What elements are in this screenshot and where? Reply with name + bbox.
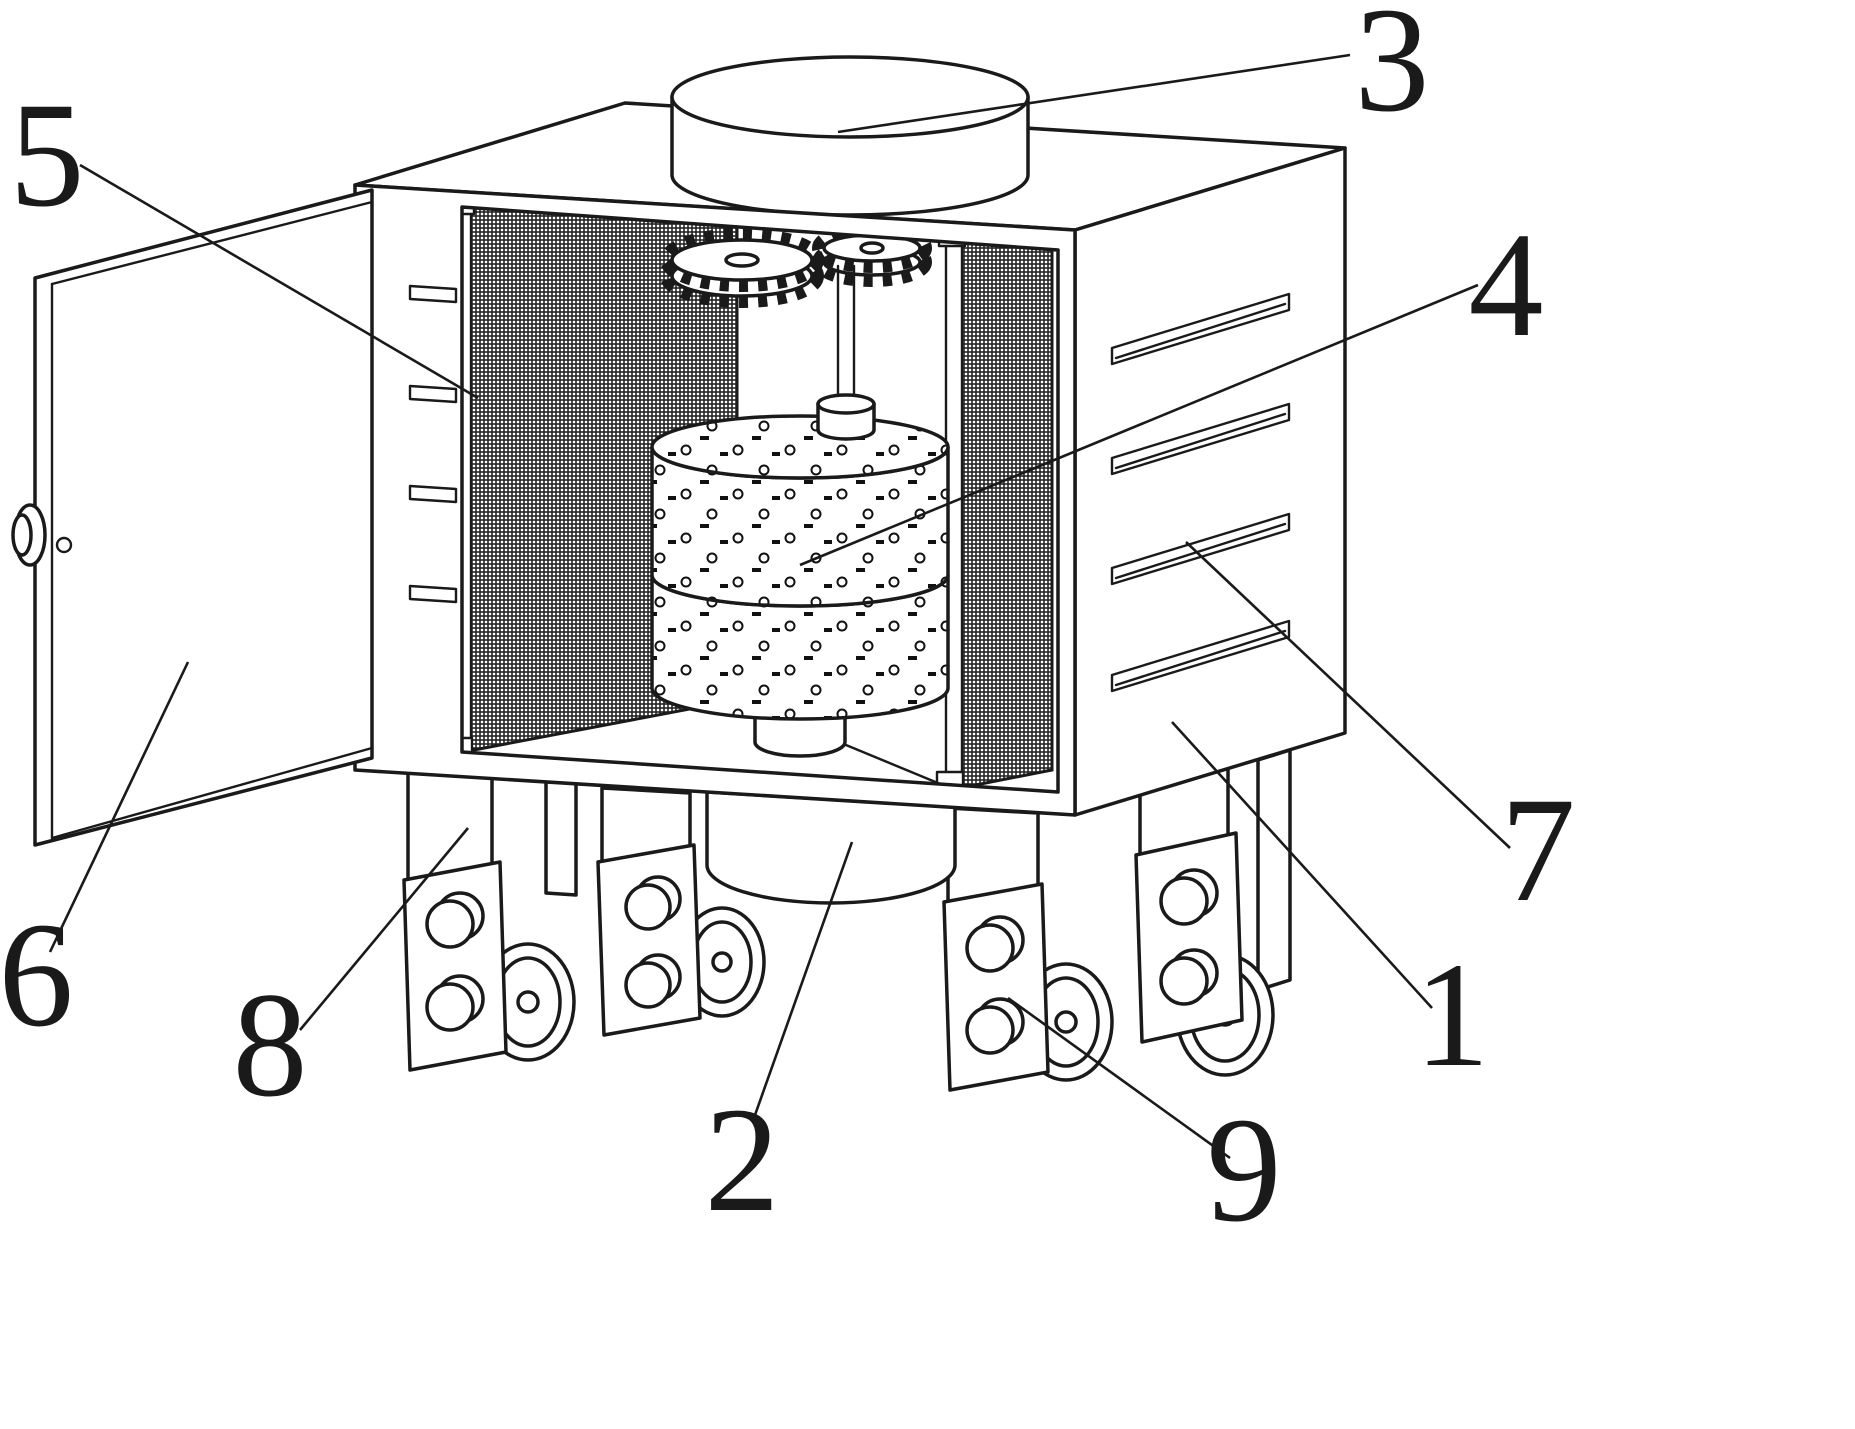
ref-label-2: 2 [705, 1077, 780, 1243]
caster-legs [402, 748, 1292, 1092]
door-knob [11, 503, 73, 567]
caster-leg [402, 771, 576, 1072]
leader-line-1 [1171, 721, 1433, 1009]
ref-label-8: 8 [233, 962, 308, 1128]
ref-label-7: 7 [1501, 767, 1576, 933]
drum-cap [816, 393, 876, 441]
leader-line-7 [1185, 541, 1511, 849]
vent-slot [1110, 512, 1291, 586]
ref-label-5: 5 [10, 72, 85, 238]
leader-line-2 [753, 841, 854, 1116]
door-panel [33, 188, 374, 847]
ref-label-1: 1 [1415, 932, 1490, 1098]
drum-top-face [650, 414, 950, 480]
leader-line-6 [48, 661, 190, 953]
ref-label-3: 3 [1355, 0, 1430, 143]
caster-leg [1134, 763, 1275, 1077]
caster-leg [942, 806, 1114, 1092]
ref-label-4: 4 [1469, 202, 1544, 368]
perforated-drum [650, 393, 950, 721]
mesh-panel-right [948, 235, 1054, 792]
reference-labels: 1 2 3 4 5 6 7 8 9 [0, 0, 1576, 1253]
leader-lines [48, 53, 1511, 1160]
rear-post-right [1256, 748, 1292, 992]
cabinet-right-face [1054, 146, 1347, 817]
leader-line-3 [837, 53, 1351, 134]
leader-line-9 [1007, 996, 1231, 1160]
gear-large [660, 228, 824, 292]
caster-leg [596, 786, 766, 1037]
cabinet-interior [444, 192, 1058, 794]
rear-post-left [544, 778, 578, 897]
vent-slot [1110, 619, 1291, 693]
leader-line-8 [299, 827, 469, 1031]
door [11, 188, 374, 847]
ref-label-6: 6 [0, 892, 74, 1058]
bottom-cylinder [705, 790, 957, 905]
leader-line-4 [799, 283, 1479, 567]
ref-label-9: 9 [1207, 1087, 1282, 1253]
drive-shaft [836, 264, 856, 406]
top-motor-cylinder [670, 55, 1030, 217]
bracket-plate [942, 882, 1050, 1092]
front-column-slats [408, 284, 458, 604]
bracket-plate [1134, 831, 1244, 1044]
vent-slot [1110, 402, 1291, 476]
vent-slot [1110, 292, 1291, 366]
leader-line-5 [79, 163, 479, 400]
